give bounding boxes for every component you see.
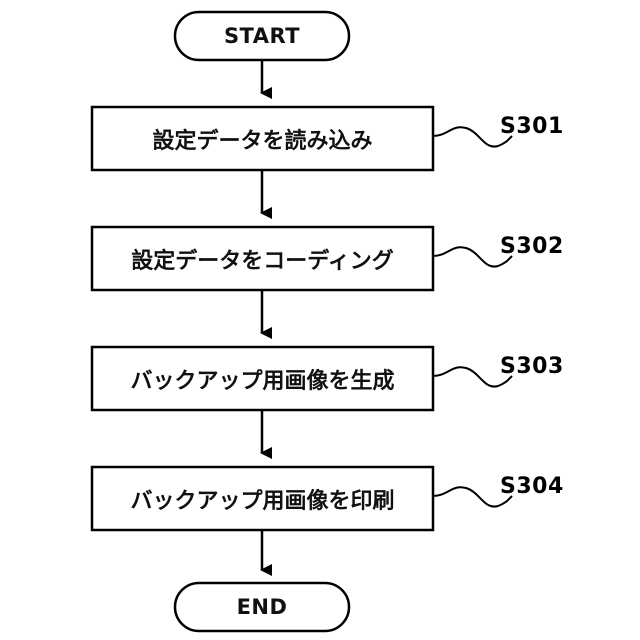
step-label-s301: S301 — [500, 114, 564, 139]
step-label-s304: S304 — [500, 474, 564, 499]
step-text-s302: 設定データをコーディング — [92, 227, 433, 290]
step-label-s303: S303 — [500, 354, 564, 379]
step-text-s304: バックアップ用画像を印刷 — [92, 467, 433, 530]
start-label: START — [175, 12, 349, 60]
step-text-s303: バックアップ用画像を生成 — [92, 347, 433, 410]
end-label: END — [175, 583, 349, 631]
step-label-s302: S302 — [500, 234, 564, 259]
step-text-s301: 設定データを読み込み — [92, 107, 433, 170]
